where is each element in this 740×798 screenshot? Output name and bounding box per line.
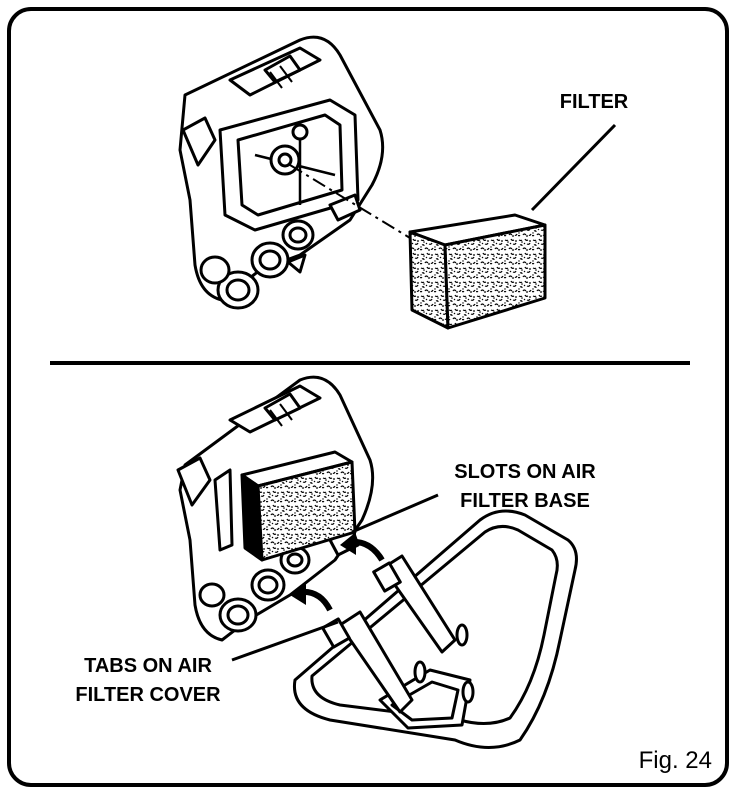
alignment-line <box>289 164 411 239</box>
figure-frame <box>7 7 729 787</box>
air-filter-base-top <box>178 35 385 310</box>
lower-arrow-head <box>290 582 306 605</box>
slots-leader-line <box>351 493 439 534</box>
installed-foam-filter <box>240 450 357 562</box>
tabs-label-line2: FILTER COVER <box>75 684 221 706</box>
tabs-leader-line <box>231 620 339 662</box>
filter-leader-line <box>530 123 617 212</box>
upper-arrow-head <box>340 532 356 555</box>
air-filter-cover <box>292 509 578 749</box>
tabs-label-line1: TABS ON AIR <box>84 655 212 677</box>
filter-label: FILTER <box>560 91 629 113</box>
slots-label-line2: FILTER BASE <box>460 490 590 512</box>
foam-filter <box>408 213 547 330</box>
figure-label: Fig. 24 <box>639 747 712 774</box>
slots-label-line1: SLOTS ON AIR <box>454 461 596 483</box>
